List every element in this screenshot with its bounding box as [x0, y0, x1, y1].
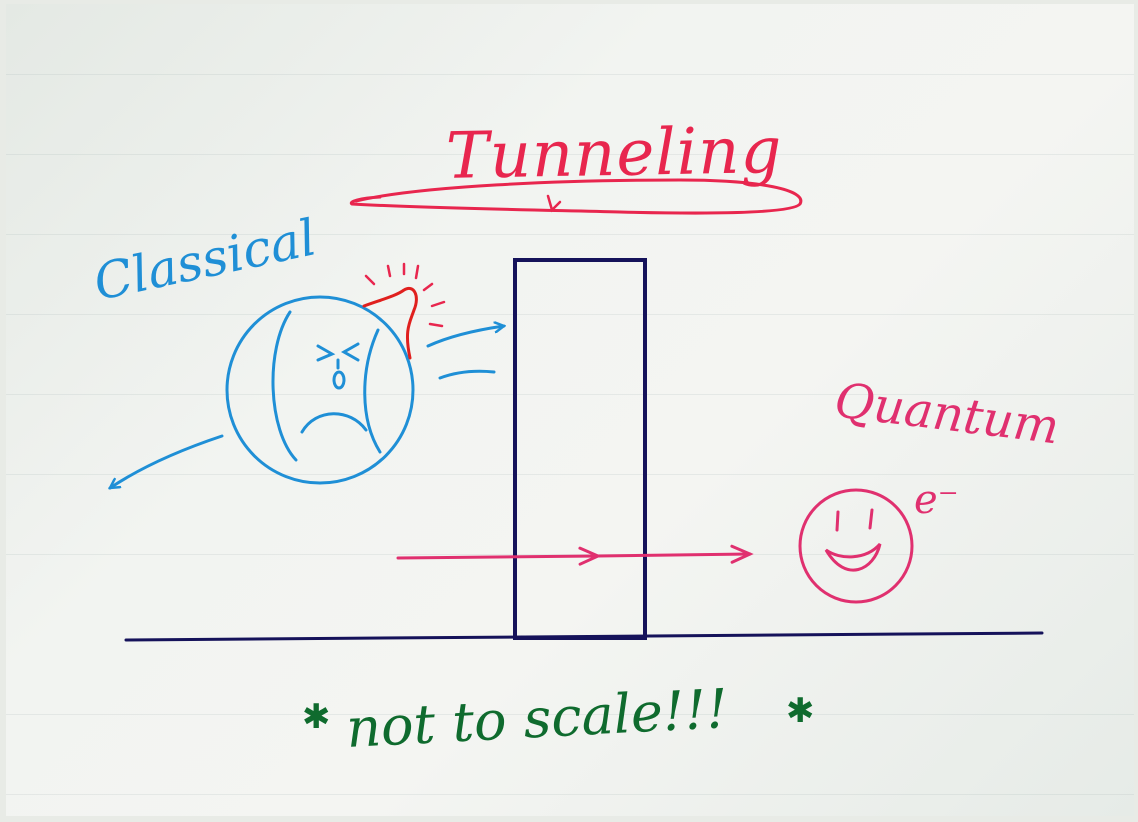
electron-label: e⁻ — [914, 480, 959, 520]
title-underline-tick — [548, 196, 560, 210]
potential-barrier — [515, 260, 645, 638]
angry-ball-icon — [227, 297, 413, 483]
smiley-electron-icon — [800, 490, 912, 602]
note-star-left: ✱ — [302, 697, 331, 737]
incoming-arrow — [428, 326, 504, 346]
bounce-back-arrow — [110, 436, 222, 488]
note-star-right: ✱ — [786, 691, 815, 731]
motion-line — [440, 371, 494, 378]
tunneling-arrow — [598, 554, 750, 556]
tunneling-arrow — [398, 556, 598, 558]
diagram-title: Tunneling — [445, 119, 782, 189]
